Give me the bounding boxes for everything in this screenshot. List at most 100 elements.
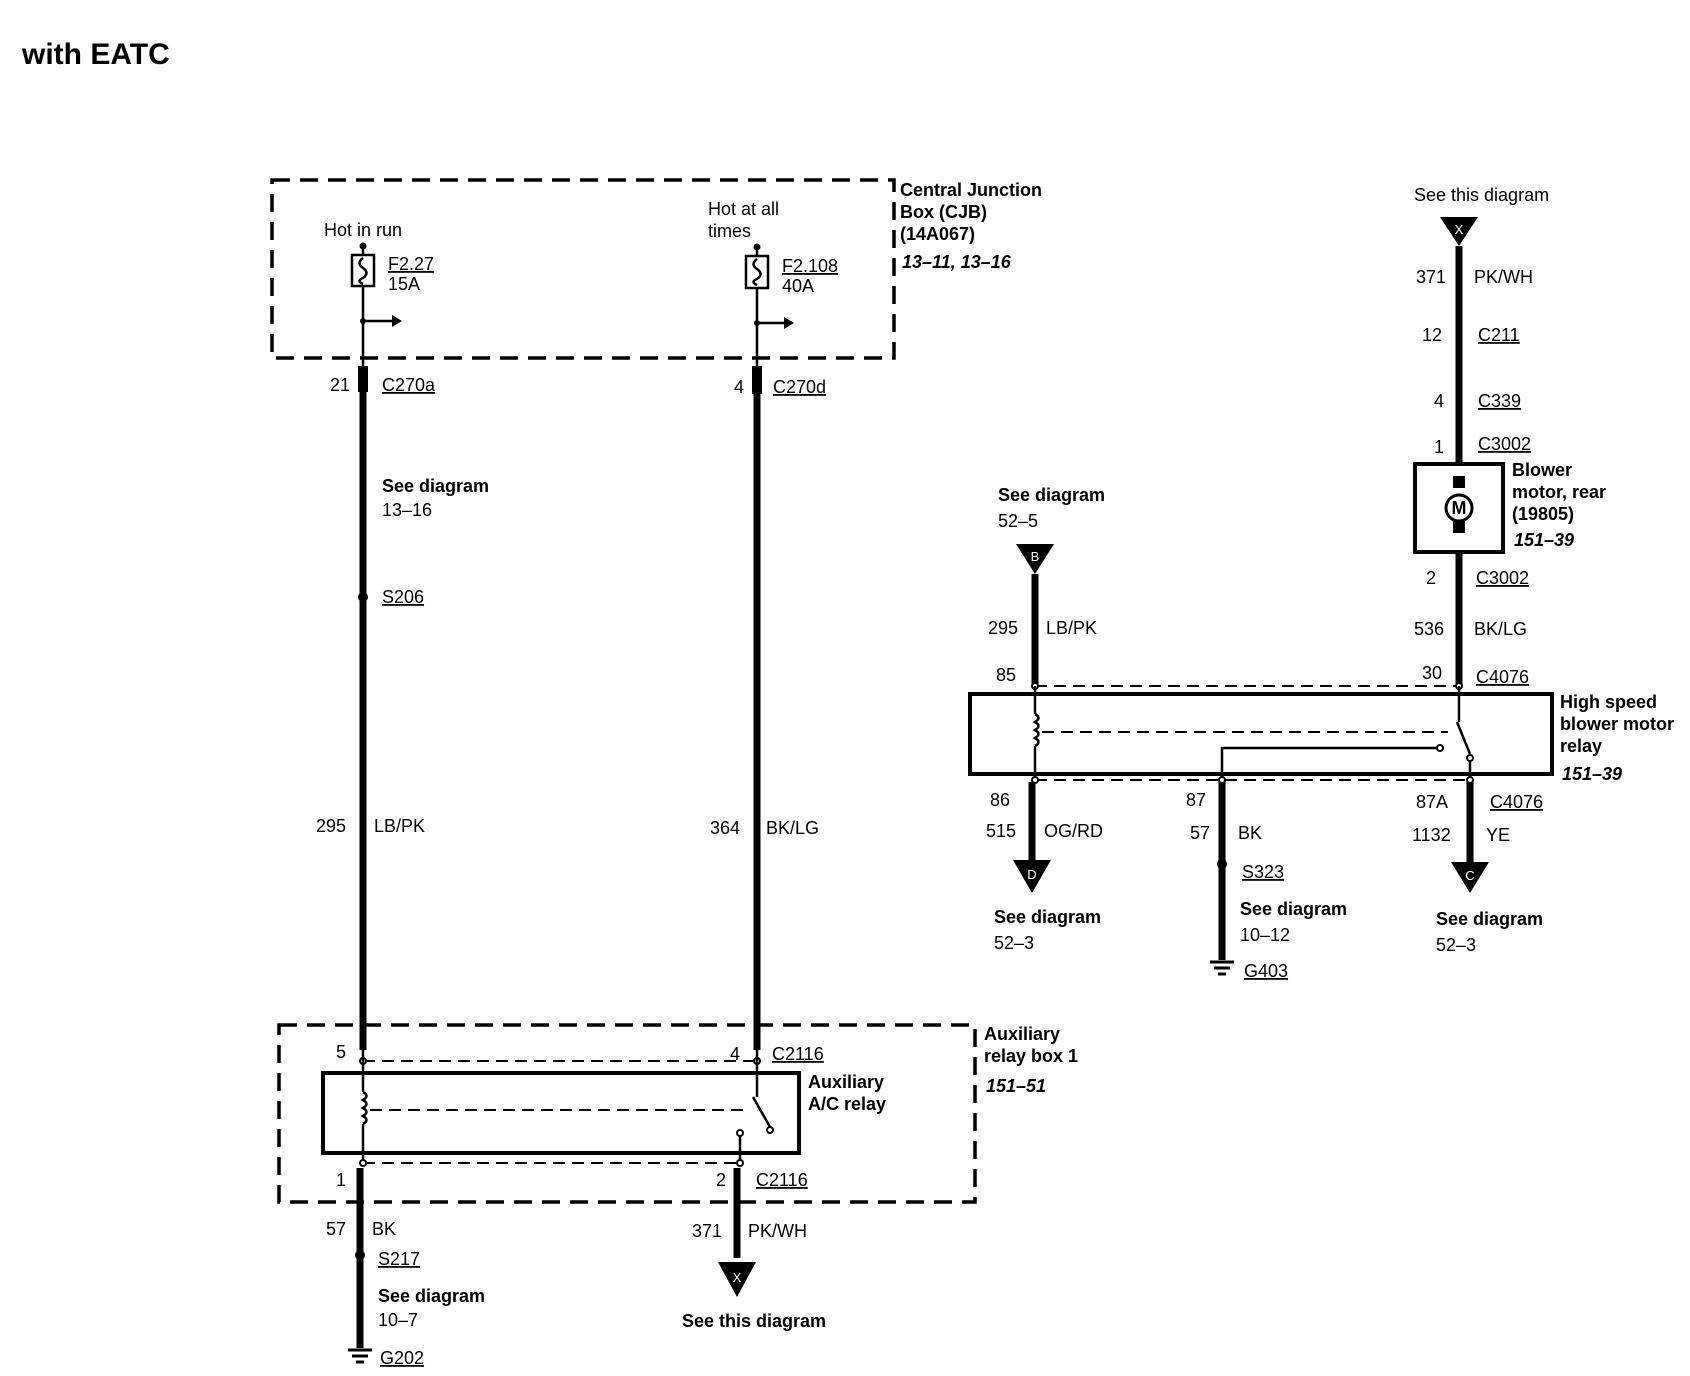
mid-circuit-number: 364 (710, 818, 740, 838)
d-out-see-ref: 52–3 (994, 933, 1034, 953)
blower-connector-bottom: C3002 (1476, 568, 1529, 588)
ground-icon (348, 1348, 372, 1364)
c339-connector: C339 (1478, 391, 1521, 411)
arrow-down-icon (718, 1262, 756, 1297)
hs-pin-85: 85 (996, 665, 1016, 685)
arrow-down-icon (1013, 860, 1051, 893)
left-splice: S206 (382, 587, 424, 607)
left-pin: 21 (330, 375, 350, 395)
aux-pin-top-right: 4 (730, 1044, 740, 1064)
x-out-letter: X (733, 1270, 742, 1285)
ground-left-color: BK (372, 1219, 396, 1239)
ground-right-ground: G403 (1244, 961, 1288, 981)
ground-left-splice: S217 (378, 1249, 420, 1269)
x-in-circuit: 371 (1416, 267, 1446, 287)
blower-ref: 151–39 (1514, 530, 1574, 550)
hs-pin-87a: 87A (1416, 792, 1448, 812)
motor-symbol: M (1452, 498, 1467, 518)
fuse2-caption-line2: times (708, 221, 751, 241)
aux-box-name: Auxiliary (984, 1024, 1060, 1044)
b-in-letter: B (1031, 549, 1040, 564)
aux-relay-name: Auxiliary (808, 1072, 884, 1092)
x-in-color: PK/WH (1474, 267, 1533, 287)
cjb-name: Central Junction (900, 180, 1042, 200)
c-out-color: YE (1486, 825, 1510, 845)
d-out-see-label: See diagram (994, 907, 1101, 927)
arrow-down-icon (1451, 862, 1489, 893)
hs-connector-bottom: C4076 (1490, 792, 1543, 812)
fuse2-rating: 40A (782, 276, 814, 296)
c-out-see-label: See diagram (1436, 909, 1543, 929)
c211-connector: C211 (1478, 325, 1520, 345)
aux-pin-bottom-left: 1 (336, 1170, 346, 1190)
blower-name: Blower (1512, 460, 1572, 480)
arrow-down-icon (1440, 217, 1478, 246)
ground-right-see-label: See diagram (1240, 899, 1347, 919)
left-circuit-number: 295 (316, 816, 346, 836)
x-out-color: PK/WH (748, 1221, 807, 1241)
x-out-see-label: See this diagram (682, 1311, 826, 1331)
aux-connector-top: C2116 (772, 1044, 824, 1064)
cjb-part-number: (14A067) (900, 224, 975, 244)
relay-coil-icon (1032, 686, 1040, 780)
aux-box-name-line2: relay box 1 (984, 1046, 1078, 1066)
b-in-see-label: See diagram (998, 485, 1105, 505)
d-out-color: OG/RD (1044, 821, 1103, 841)
c3002-top-pin: 1 (1434, 437, 1444, 457)
hs-pin-86: 86 (990, 790, 1010, 810)
mid-connector: C270d (773, 377, 826, 397)
c339-pin: 4 (1434, 391, 1444, 411)
splice-dot (358, 592, 368, 602)
d-out-letter: D (1027, 867, 1036, 882)
relay-switch-icon (1220, 686, 1474, 780)
cjb-ref: 13–11, 13–16 (902, 252, 1012, 272)
b-in-color: LB/PK (1046, 618, 1097, 638)
ground-icon (1210, 960, 1234, 976)
motor-icon (1444, 476, 1474, 533)
page-title: with EATC (21, 38, 170, 71)
ground-right-see-ref: 10–12 (1240, 925, 1290, 945)
c3002-top-connector: C3002 (1478, 434, 1531, 454)
hs-relay-name-line3: relay (1560, 736, 1602, 756)
hs-relay-ref: 151–39 (1562, 764, 1622, 784)
ground-left-see-ref: 10–7 (378, 1310, 418, 1330)
hs-pin-87: 87 (1186, 790, 1206, 810)
mid-pin: 4 (734, 377, 744, 397)
fuse1-rating: 15A (388, 274, 420, 294)
hs-connector-top: C4076 (1476, 667, 1529, 687)
blower-part-number: (19805) (1512, 504, 1574, 524)
ground-left-see-label: See diagram (378, 1286, 485, 1306)
fuse-icon (350, 242, 402, 368)
aux-ac-relay (321, 1071, 801, 1155)
fuse-icon (744, 243, 794, 368)
x-in-letter: X (1455, 222, 1464, 237)
splice-dot (355, 1250, 365, 1260)
mid-wire-color: BK/LG (766, 818, 819, 838)
b-in-circuit: 295 (988, 618, 1018, 638)
blower-name-line2: motor, rear (1512, 482, 1606, 502)
fuse1-caption: Hot in run (324, 220, 402, 240)
ground-left-ground: G202 (380, 1348, 424, 1368)
hs-relay-name: High speed (1560, 692, 1657, 712)
d-out-circuit: 515 (986, 821, 1016, 841)
b-in-see-ref: 52–5 (998, 511, 1038, 531)
c-out-see-ref: 52–3 (1436, 935, 1476, 955)
hs-pin-30: 30 (1422, 663, 1442, 683)
left-wire-color: LB/PK (374, 816, 425, 836)
aux-connector-bottom: C2116 (756, 1170, 808, 1190)
hs-relay-box (968, 692, 1554, 776)
fuse1-id: F2.27 (388, 254, 434, 274)
c-out-letter: C (1465, 868, 1474, 883)
x-in-see-label: See this diagram (1414, 185, 1549, 205)
blower-pin-bottom: 2 (1426, 568, 1436, 588)
ground-left-circuit: 57 (326, 1219, 346, 1239)
left-connector: C270a (382, 375, 436, 395)
relay-switch-icon (736, 1050, 774, 1162)
c-out-circuit: 1132 (1412, 825, 1451, 845)
x-out-circuit: 371 (692, 1221, 722, 1241)
left-see-ref: 13–16 (382, 500, 432, 520)
relay-coil-icon (360, 1050, 368, 1162)
aux-pin-bottom-right: 2 (716, 1170, 726, 1190)
cjb-name-line2: Box (CJB) (900, 202, 987, 222)
